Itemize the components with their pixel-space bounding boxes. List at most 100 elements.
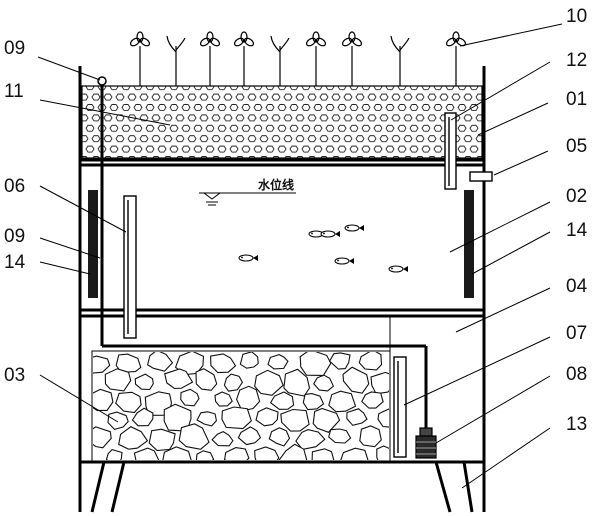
label-03: 03 xyxy=(4,365,25,386)
filter-stone xyxy=(164,368,194,390)
filter-stone xyxy=(104,368,132,392)
filter-stone xyxy=(107,411,129,431)
filter-stone xyxy=(313,374,335,392)
filter-stone xyxy=(93,426,112,449)
filter-stone xyxy=(254,369,284,396)
filter-stone xyxy=(370,371,389,395)
plant-icon xyxy=(305,31,327,86)
water-level-symbol xyxy=(199,192,296,206)
label-09-left: 09 xyxy=(4,226,25,247)
fish-icon xyxy=(388,265,408,273)
filter-stone xyxy=(312,407,341,433)
filter-stone xyxy=(180,388,200,407)
plants-group xyxy=(129,31,467,86)
filter-stone xyxy=(210,353,237,374)
filter-stone xyxy=(269,391,295,410)
filter-stone xyxy=(223,447,250,460)
filter-stone xyxy=(115,353,142,373)
filter-stone xyxy=(195,450,215,460)
pipe-outlet xyxy=(97,76,107,86)
filter-stone xyxy=(254,446,280,460)
label-12: 12 xyxy=(566,50,587,71)
filter-stone xyxy=(236,385,261,412)
filter-stone xyxy=(346,408,368,426)
plant-icon xyxy=(129,31,151,86)
filter-stone xyxy=(105,448,123,460)
plant-icon xyxy=(390,35,410,86)
label-04: 04 xyxy=(566,276,588,297)
water-pipe xyxy=(100,84,428,430)
label-06: 06 xyxy=(4,176,25,197)
label-08: 08 xyxy=(566,364,587,385)
filter-stone xyxy=(255,407,279,427)
filter-stone xyxy=(328,390,357,413)
label-14-right: 14 xyxy=(566,220,588,241)
filter-tube xyxy=(393,356,407,458)
label-13: 13 xyxy=(566,414,587,435)
filter-stone xyxy=(359,425,382,448)
fish-icon xyxy=(334,257,354,265)
overflow-pipe xyxy=(123,195,137,339)
filter-stone xyxy=(358,352,383,371)
filter-stone xyxy=(328,428,352,444)
filter-stone xyxy=(131,407,154,427)
plant-icon xyxy=(445,31,467,86)
filter-stone xyxy=(214,391,233,407)
filter-stone xyxy=(134,373,154,391)
filter-stone xyxy=(283,368,311,397)
filter-stone xyxy=(195,368,218,391)
filter-stone xyxy=(278,443,308,460)
fish-group xyxy=(238,224,408,273)
leader-lines xyxy=(37,23,563,489)
filter-stone xyxy=(223,373,244,392)
filter-stone xyxy=(377,408,389,428)
label-14-left: 14 xyxy=(4,252,26,273)
plant-icon xyxy=(199,31,221,86)
filter-stone xyxy=(340,447,369,460)
label-01: 01 xyxy=(566,89,587,110)
level-sensor xyxy=(444,112,457,190)
filter-stone xyxy=(342,366,370,394)
filter-stone xyxy=(93,355,111,374)
filter-stone xyxy=(146,352,174,372)
filter-stone xyxy=(133,447,160,460)
filter-stone xyxy=(93,388,114,411)
outlet-nozzle xyxy=(469,171,493,182)
filter-stone xyxy=(221,406,252,430)
side-lamp-right xyxy=(464,190,474,298)
label-07: 07 xyxy=(566,323,587,344)
part-labels: 09 11 06 09 14 03 10 12 01 05 02 14 04 0… xyxy=(4,6,588,435)
stand-legs xyxy=(80,460,484,513)
plant-icon xyxy=(233,31,255,86)
water-level-label: 水位线 xyxy=(258,177,294,192)
filter-stone xyxy=(328,352,351,370)
filter-stone xyxy=(376,445,389,460)
filter-stone xyxy=(280,408,310,432)
side-lamp-left xyxy=(88,190,98,298)
label-11: 11 xyxy=(4,81,24,102)
fish-icon xyxy=(238,254,258,262)
water-pump xyxy=(415,427,437,459)
filter-stone xyxy=(361,391,384,409)
filter-stone xyxy=(174,352,205,376)
filter-stone xyxy=(162,446,192,460)
filter-stone xyxy=(196,411,217,427)
label-02: 02 xyxy=(566,186,587,207)
label-05: 05 xyxy=(566,136,587,157)
filter-stone xyxy=(118,426,149,450)
filter-stone xyxy=(211,430,234,447)
filter-stone xyxy=(178,423,210,450)
label-10: 10 xyxy=(566,6,587,27)
fish-icon xyxy=(320,230,340,238)
plant-icon xyxy=(270,35,290,86)
filter-stone xyxy=(267,354,289,370)
filter-stone xyxy=(115,391,142,414)
filter-stone xyxy=(311,448,335,460)
filter-stones xyxy=(93,352,389,460)
plant-icon xyxy=(341,31,363,86)
plant-icon xyxy=(166,35,186,86)
planting-bed-substrate xyxy=(81,85,483,159)
filter-stone xyxy=(302,393,325,411)
fish-icon xyxy=(344,224,364,232)
